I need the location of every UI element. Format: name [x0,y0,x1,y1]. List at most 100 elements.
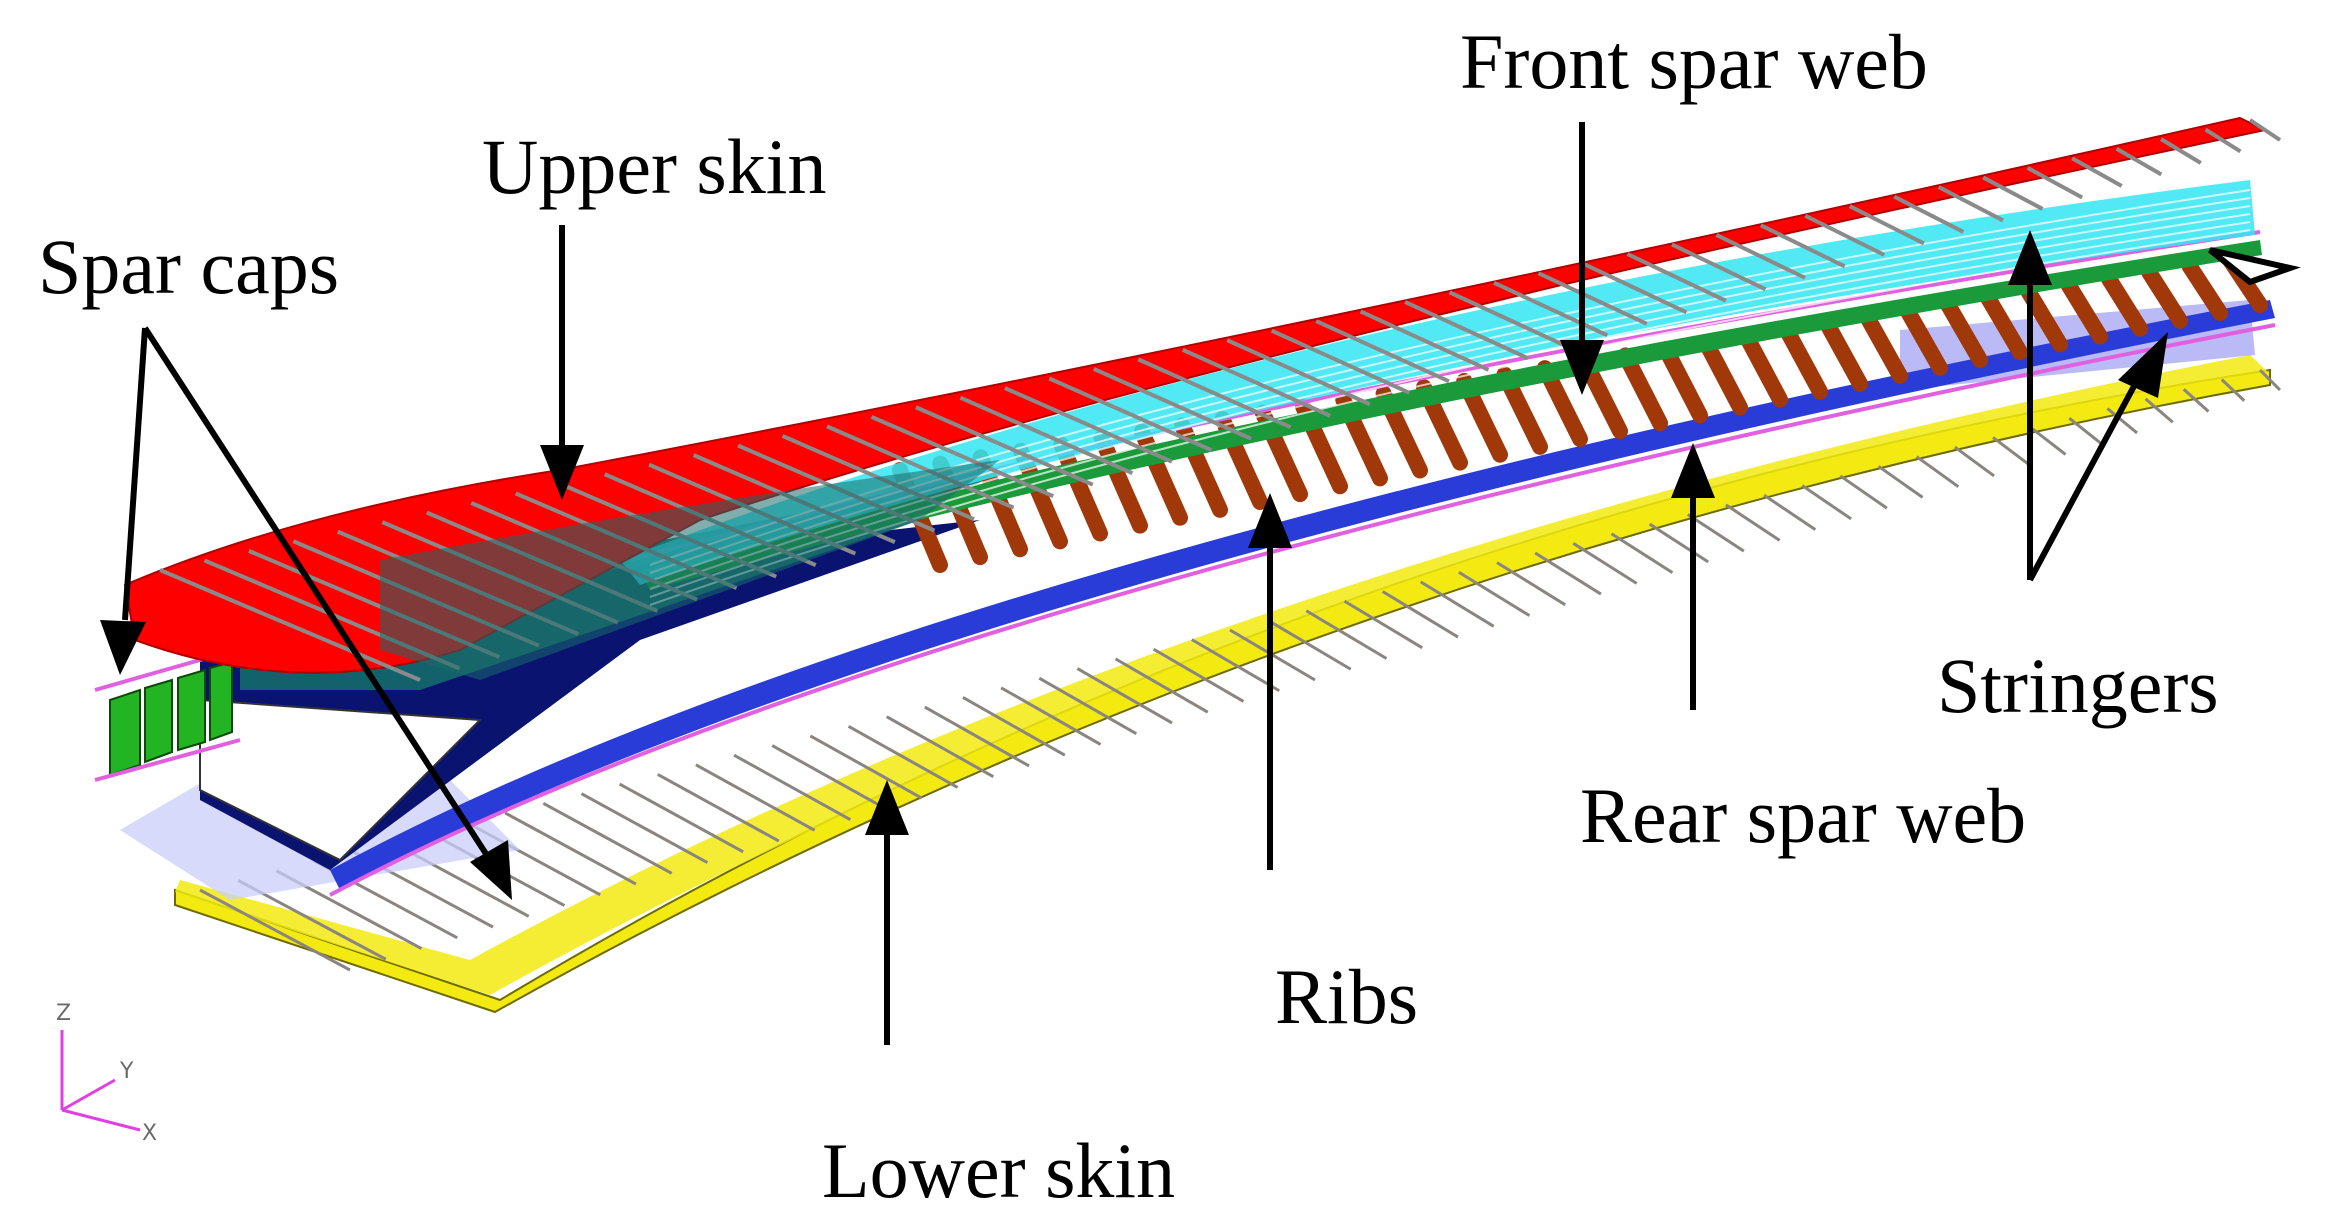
upper-skin-panel-line [1137,357,1292,430]
rib [1980,290,2028,361]
lower-skin-panel-line [504,811,637,886]
lower-skin-panel-line [1953,445,1995,478]
upper-skin-panel-line [1493,280,1609,338]
label-spar-caps: Spar caps [38,223,339,310]
rib [2101,271,2148,337]
callout-arrows [100,122,2168,1045]
lower-skin-panel-line [962,696,1066,757]
lower-skin-panel-line [885,715,995,778]
lower-skin-panel-line [2220,378,2246,402]
front-spar-web-band [640,240,2262,590]
rib [1778,322,1828,400]
lower-skin-panel-line [1763,493,1817,531]
lower-skin-panel-line [1038,676,1138,736]
upper-skin-panel-line [159,568,421,682]
rib [1617,347,1668,432]
upper-skin-panel-line [826,424,1015,510]
lower-skin-panel-line [2182,388,2210,413]
lower-skin-panel-line [1610,532,1674,574]
lower-skin-panel-line [1267,619,1352,671]
upper-skin-panel-line [2160,137,2202,165]
rib [1859,309,1908,384]
lower-skin-panel-line [618,782,744,854]
lower-skin-panel-line [1191,638,1281,693]
rib [1698,334,1748,416]
lower-skin-panel-line [2030,426,2067,456]
upper-skin-panel-line [2204,127,2242,154]
label-front-spar-web: Front spar web [1460,18,1928,105]
arrowhead-upper-skin [540,445,584,500]
upper-skin-panel-line [1715,233,1806,280]
lower-skin-panel-line [1419,580,1495,628]
root-spar-panel [144,678,173,764]
lower-skin-panel-line [1572,542,1638,585]
lower-skin-panel-line [1534,551,1602,596]
upper-skin-panel-line [1048,376,1213,453]
axis-x-line [61,1108,141,1132]
upper-skin-panel-line [2248,118,2282,142]
lower-skin-panel-line [1000,686,1102,746]
rear-spar-cap-line [329,323,2276,897]
lower-skin-panel-line [1686,513,1745,553]
lower-skin-panel-line [1496,561,1566,607]
arrow-spar-caps-left [122,327,148,621]
upper-skin-panel-line [870,414,1054,499]
upper-skin-root-overlay [380,460,1000,680]
arrowhead-spar-caps-right [470,840,512,900]
arrow-spar-caps-right [142,326,493,862]
arrowhead-stringers-up [2008,230,2052,285]
label-ribs: Ribs [1275,953,1418,1040]
wing-tip-outline [2208,247,2301,286]
arrowhead-stringers-diagonal [2118,332,2168,398]
upper-skin-panel-line [1315,319,1450,384]
upper-skin-panel-line [959,395,1134,476]
root-spar-panel [209,660,233,742]
root-spar-cap-lower [94,738,241,782]
lower-skin-panel-line [695,763,816,832]
lower-skin-panel-line [2068,416,2103,445]
rib [1818,315,1868,392]
lower-skin-panel-line [199,888,351,972]
lower-skin-panel-line [1877,465,1924,499]
upper-skin-panel-line [2115,146,2163,177]
lower-skin-panel-line [2106,407,2138,435]
upper-skin-panel-line [1270,328,1411,395]
arrowhead-rear-spar-web [1671,443,1715,498]
upper-skin-panel-line [1982,175,2044,211]
lower-skin-panel-line [809,734,923,800]
upper-skin-panel-line [1759,223,1846,269]
lower-skin-panel-line [1648,522,1709,564]
upper-skin-panel-line [1448,290,1569,349]
lower-skin-panel-line [1076,667,1173,725]
arrowhead-lower-skin [865,780,909,835]
upper-skin-panel-line [1848,204,1925,246]
rib [1093,430,1148,534]
rib [2141,264,2188,329]
rib [1899,302,1948,377]
callout-labels: Front spar web Upper skin Spar caps Stri… [38,18,2219,1214]
axis-triad: Z Y X [56,1001,157,1146]
root-spar-panel [109,688,141,777]
rib [2181,258,2228,321]
lower-skin-panel-line [1305,609,1388,660]
upper-skin-panel-line [1181,347,1332,418]
upper-skin-panel-line [1937,185,2004,223]
upper-skin-panel-line [2071,156,2123,188]
lower-skin-panel-line [1725,503,1781,542]
lower-skin-panel-line [1992,436,2031,467]
upper-skin-panel-line [1893,194,1965,234]
arrowhead-spar-caps-left [100,620,146,675]
arrow-stringers-diagonal [2027,373,2143,582]
label-lower-skin: Lower skin [822,1127,1175,1214]
lower-skin-panel-line [1458,570,1531,617]
lower-skin-panel-line [924,705,1030,768]
lower-skin-panel-line [657,773,780,843]
lower-skin-panel-line [847,724,959,789]
rib [2060,277,2108,345]
lower-skin-panel-line [733,753,852,821]
lower-skin-panel-line [1381,590,1459,639]
lower-skin-panel-line [1839,474,1888,510]
upper-skin-panel-line [1582,261,1688,315]
axis-y-label: Y [119,1059,134,1084]
